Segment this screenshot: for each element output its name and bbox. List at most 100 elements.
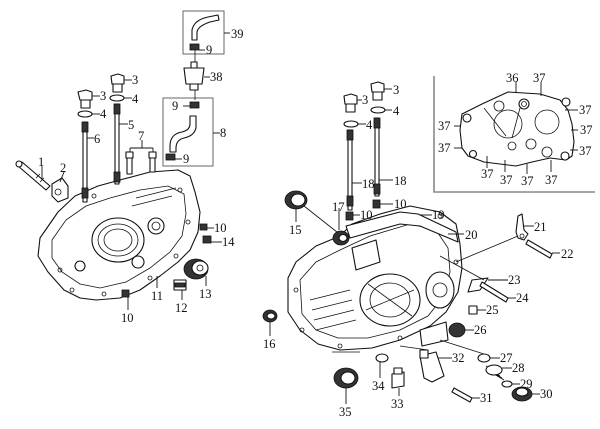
callout-27: 27 [500, 351, 513, 365]
callout-3: 3 [393, 83, 399, 97]
bolt-3-left-b [110, 73, 125, 93]
callout-25: 25 [486, 303, 499, 317]
inset-leader-lines [454, 82, 578, 174]
washer-34 [375, 353, 389, 363]
clip-9-c [165, 153, 176, 161]
callout-10: 10 [360, 208, 373, 222]
callout-23: 23 [508, 273, 521, 287]
callout-39: 39 [231, 27, 244, 41]
tensioner-32 [419, 349, 445, 383]
breather-hose-39 [191, 14, 220, 41]
callout-37: 37 [521, 174, 534, 188]
callout-20: 20 [465, 228, 478, 242]
callout-16: 16 [263, 337, 276, 351]
callout-9: 9 [183, 152, 189, 166]
bolt-3-right-b [370, 81, 385, 101]
clip-9-a [189, 43, 200, 51]
bearing-13 [183, 258, 209, 280]
stud-18-b [373, 117, 381, 197]
callout-37: 37 [545, 173, 558, 187]
callout-3: 3 [132, 73, 138, 87]
gasket-36 [459, 91, 575, 167]
callout-2: 2 [60, 161, 66, 175]
callout-24: 24 [516, 291, 529, 305]
callout-33: 33 [391, 397, 404, 411]
callout-11: 11 [151, 289, 163, 303]
callout-10: 10 [394, 197, 407, 211]
oil-seal-12 [173, 279, 187, 291]
plug-33 [391, 367, 405, 389]
bearing-15 [284, 190, 308, 210]
callout-9: 9 [206, 43, 212, 57]
bolt-24 [479, 281, 509, 303]
left-leader-lines [41, 32, 230, 310]
washer-4-right-b [370, 106, 386, 114]
callout-26: 26 [474, 323, 487, 337]
bolts-7 [125, 151, 157, 175]
bolt-3-left-a [77, 89, 93, 109]
callout-7: 7 [138, 129, 144, 143]
callout-37: 37 [579, 144, 592, 158]
callout-4: 4 [393, 104, 400, 118]
left-crankcase-half [37, 169, 201, 301]
callout-37: 37 [500, 173, 513, 187]
callout-10: 10 [214, 221, 227, 235]
callout-3: 3 [100, 89, 106, 103]
filter-screen-27 [477, 353, 491, 363]
washer-4-right-a [343, 120, 359, 128]
callout-37: 37 [533, 71, 546, 85]
washer-4-left-a [77, 110, 93, 118]
callout-35: 35 [339, 405, 352, 419]
stud-5 [113, 103, 121, 185]
bolt-31 [451, 387, 473, 403]
bracket-21 [515, 213, 529, 241]
oil-seal-35 [333, 367, 359, 389]
washer-4-left-b [109, 94, 125, 102]
callout-13: 13 [199, 287, 212, 301]
dowel-10-right-b [372, 199, 381, 209]
callout-4: 4 [366, 118, 373, 132]
callout-5: 5 [128, 118, 134, 132]
callout-37: 37 [579, 103, 592, 117]
callout-18: 18 [394, 174, 407, 188]
callout-9: 9 [172, 99, 178, 113]
dowel-10-left-a [199, 223, 208, 231]
plug-25 [468, 305, 478, 315]
callout-18: 18 [362, 177, 375, 191]
dowel-10-right-a [345, 211, 354, 221]
breather-hose-8 [169, 115, 197, 153]
breather-filter-38 [183, 61, 205, 91]
stud-18-a [346, 129, 354, 211]
callout-12: 12 [175, 301, 188, 315]
callout-36: 36 [506, 71, 519, 85]
drain-plug-30 [511, 386, 533, 402]
clip-9-b [189, 101, 200, 109]
inset-frame [433, 76, 595, 193]
callout-37: 37 [438, 141, 451, 155]
callout-31: 31 [480, 391, 493, 405]
dowel-14 [202, 235, 212, 244]
callout-32: 32 [452, 351, 465, 365]
bracket-23 [467, 277, 489, 293]
callout-37: 37 [438, 119, 451, 133]
callout-8: 8 [220, 126, 226, 140]
callout-15: 15 [289, 223, 302, 237]
bolt-3-right-a [343, 93, 358, 113]
callout-34: 34 [372, 379, 385, 393]
callout-30: 30 [540, 387, 553, 401]
callout-17: 17 [332, 200, 345, 214]
callout-10: 10 [121, 311, 134, 325]
callout-6: 6 [94, 132, 100, 146]
spring-28 [485, 364, 505, 381]
bolt-22 [525, 239, 553, 259]
bolt-1 [15, 160, 51, 191]
callout-37: 37 [481, 167, 494, 181]
callout-21: 21 [534, 220, 547, 234]
right-leader-lines [269, 88, 560, 404]
right-crankcase-half [287, 205, 463, 351]
crankcase-cover-19-20 [345, 211, 459, 243]
callout-19: 19 [432, 208, 445, 222]
oil-seal-17 [332, 230, 350, 246]
callout-4: 4 [100, 107, 107, 121]
